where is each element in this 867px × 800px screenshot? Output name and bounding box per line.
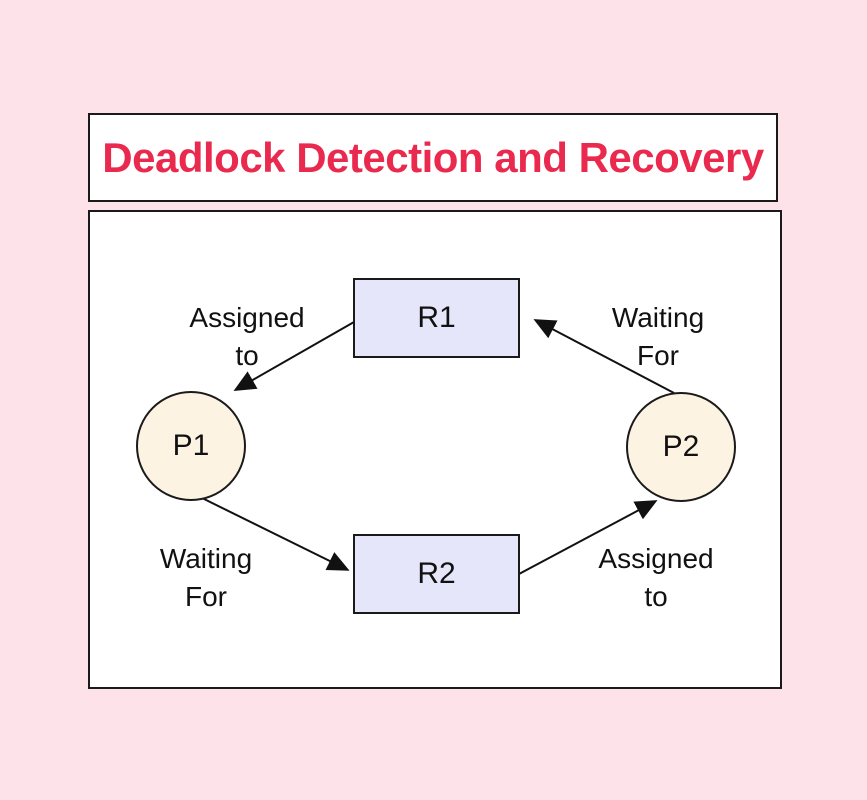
title-box: Deadlock Detection and Recovery bbox=[88, 113, 778, 202]
process-node-p2 bbox=[626, 392, 736, 502]
diagram-canvas: R1 R2 P1 P2 Assigned to Waiting For Wait… bbox=[88, 210, 782, 689]
page-title: Deadlock Detection and Recovery bbox=[102, 133, 764, 181]
resource-allocation-graph bbox=[136, 278, 736, 614]
edge-p2-to-r1 bbox=[533, 319, 675, 394]
edge-r2-to-p2 bbox=[518, 500, 658, 575]
edge-p1-to-r2 bbox=[199, 496, 350, 571]
process-node-p1 bbox=[136, 391, 246, 501]
resource-node-r2 bbox=[353, 534, 520, 614]
edge-r1-to-p1 bbox=[233, 321, 355, 391]
resource-node-r1 bbox=[353, 278, 520, 358]
